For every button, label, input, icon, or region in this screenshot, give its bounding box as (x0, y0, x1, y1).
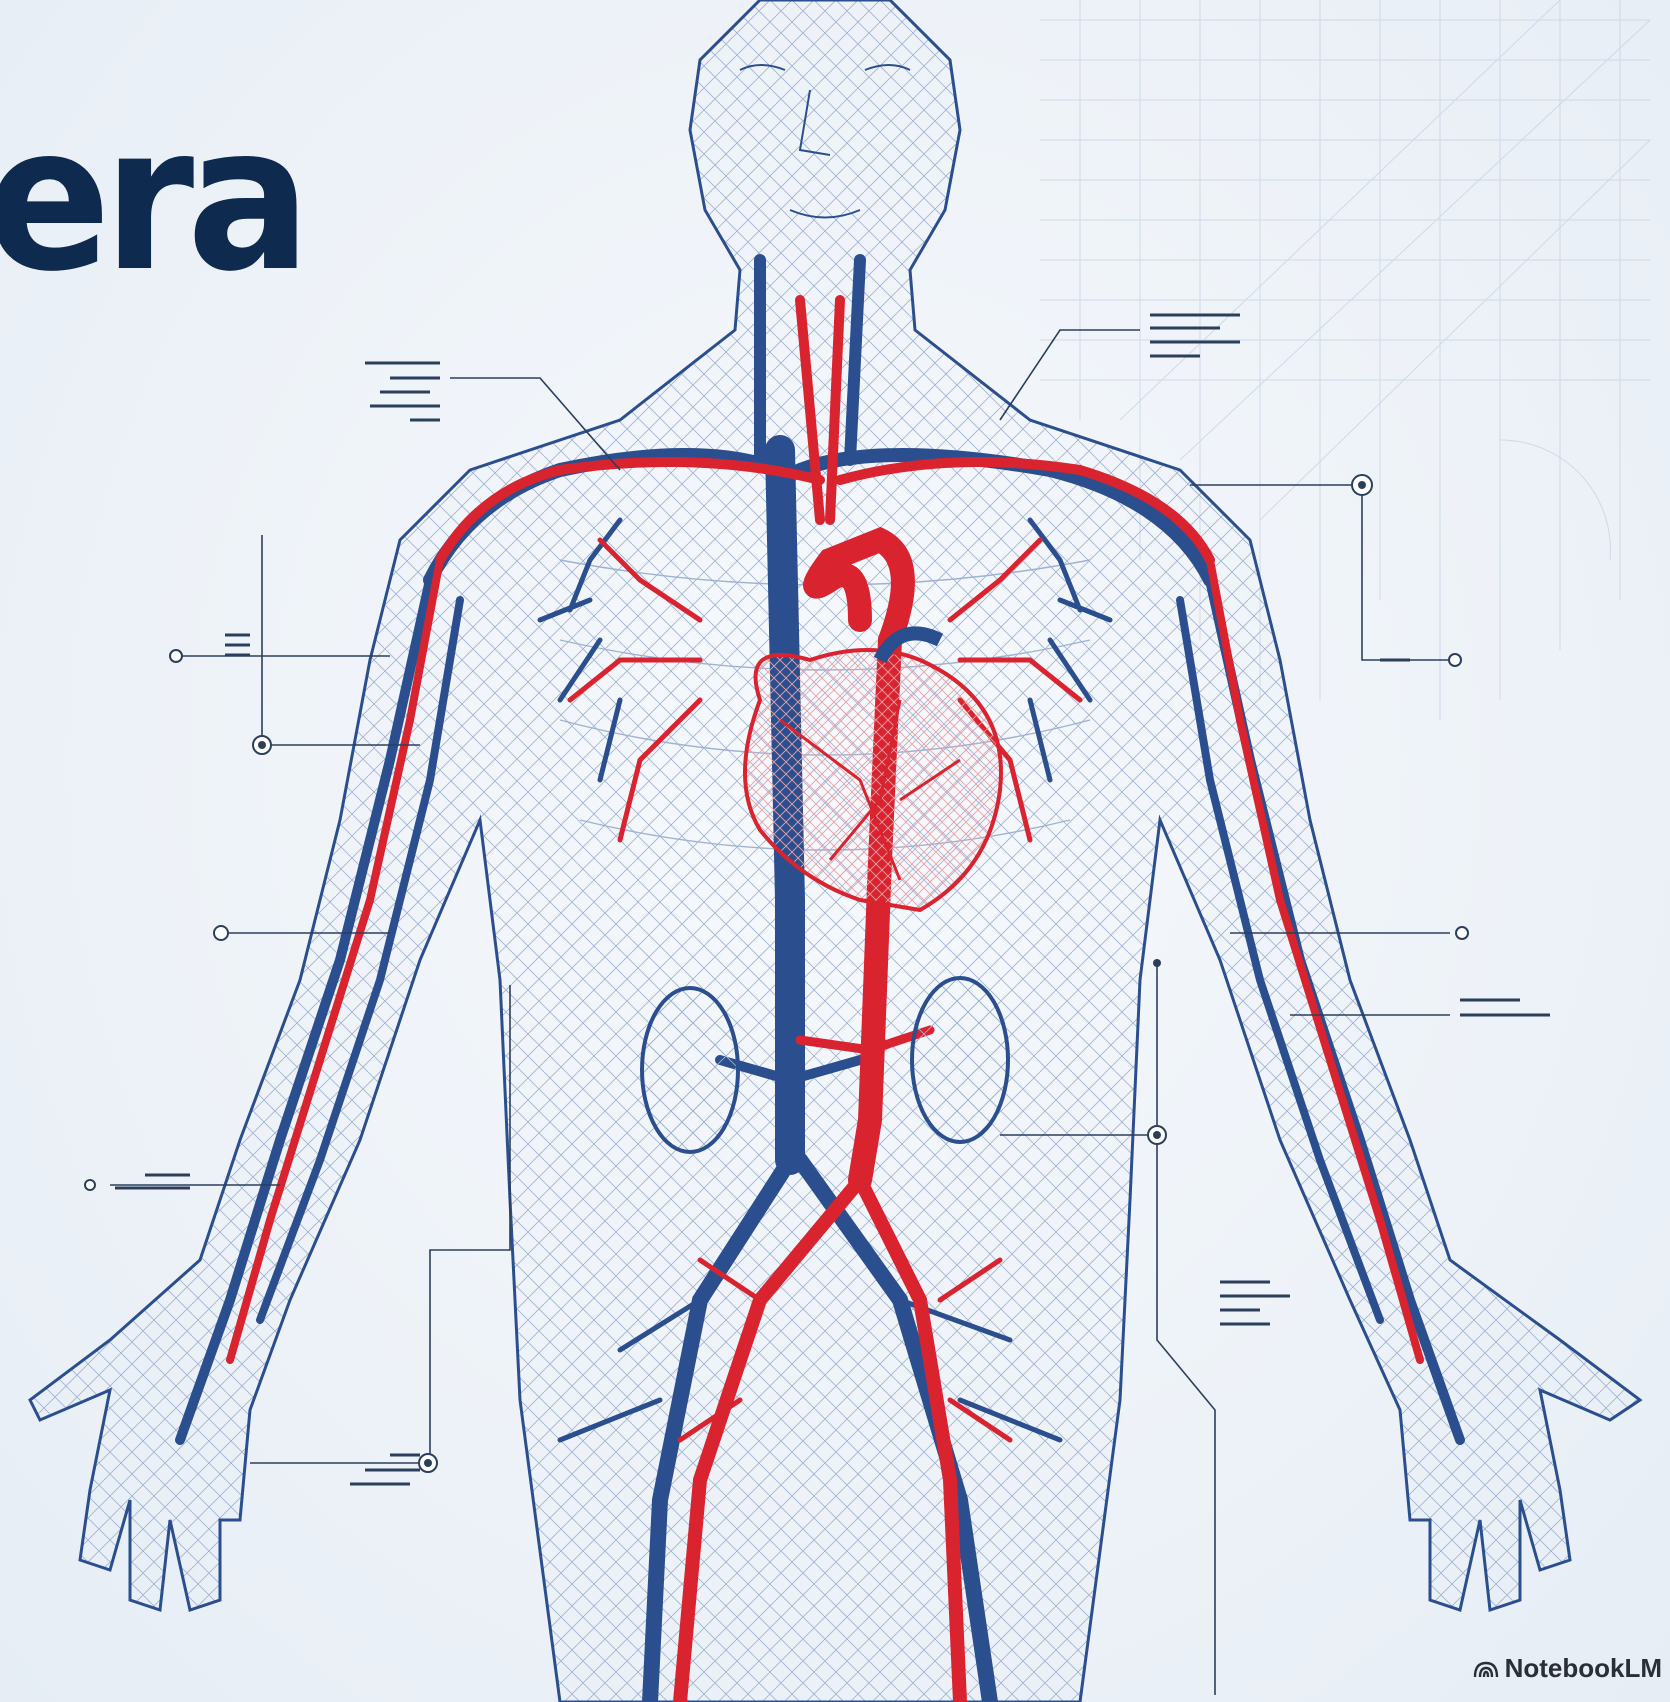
notebooklm-watermark: NotebookLM (1473, 1653, 1662, 1684)
notebooklm-logo-icon (1473, 1659, 1499, 1679)
watermark-brand-text: NotebookLM (1505, 1653, 1662, 1684)
title-text-fragment: era (0, 100, 304, 300)
left-kidney (642, 988, 738, 1152)
right-kidney (912, 978, 1008, 1142)
